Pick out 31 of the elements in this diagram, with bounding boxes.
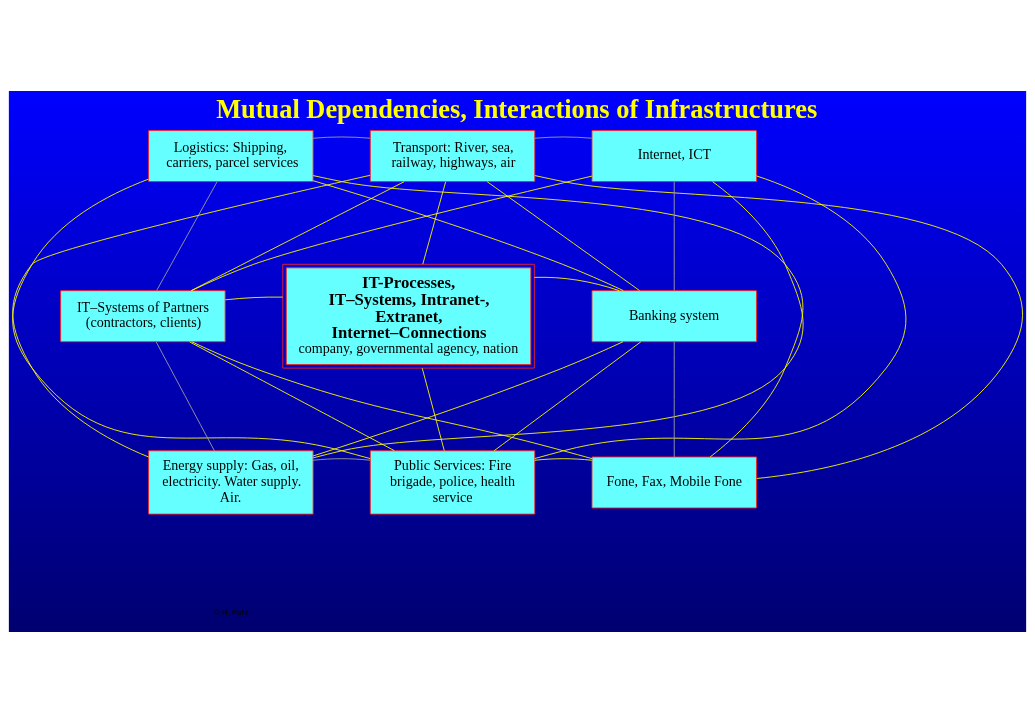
- connector: [155, 341, 215, 452]
- node-box: Internet, ICT: [591, 130, 757, 183]
- connector: [421, 367, 445, 451]
- diagram-title: Mutual Dependencies, Interactions of Infrastructures: [216, 94, 818, 125]
- connector: [189, 341, 395, 452]
- connector: [156, 181, 218, 291]
- connector: [673, 341, 675, 458]
- connector: [486, 181, 640, 291]
- label: © H. Pohl: [213, 607, 248, 617]
- node-box: Energy supply: Gas, oil, electricity. Water supply. Air.: [148, 450, 314, 515]
- connector: [312, 136, 371, 139]
- connector: [312, 341, 624, 457]
- connector: [534, 175, 1023, 479]
- connector: [191, 175, 593, 292]
- connector: [533, 276, 620, 292]
- connector: [534, 136, 593, 139]
- connector: [224, 296, 284, 301]
- connector: [534, 458, 593, 461]
- node-box: Transport: River, sea, railway, highways, air: [369, 130, 536, 183]
- node-box: Fone, Fax, Mobile Fone: [591, 456, 757, 509]
- node-box: Public Services: Fire brigade, police, health service: [369, 450, 536, 515]
- connector: [493, 341, 642, 452]
- connector: [191, 341, 593, 460]
- connector: [312, 180, 624, 291]
- connector: [312, 458, 371, 461]
- connector: [673, 181, 675, 291]
- node-box: IT–Systems of Partners (contractors, clients): [60, 290, 226, 343]
- node-box: Logistics: Shipping, carriers, parcel services: [148, 130, 314, 183]
- node-box: Banking system: [591, 290, 757, 343]
- connector: [422, 181, 447, 265]
- connector: [534, 175, 907, 459]
